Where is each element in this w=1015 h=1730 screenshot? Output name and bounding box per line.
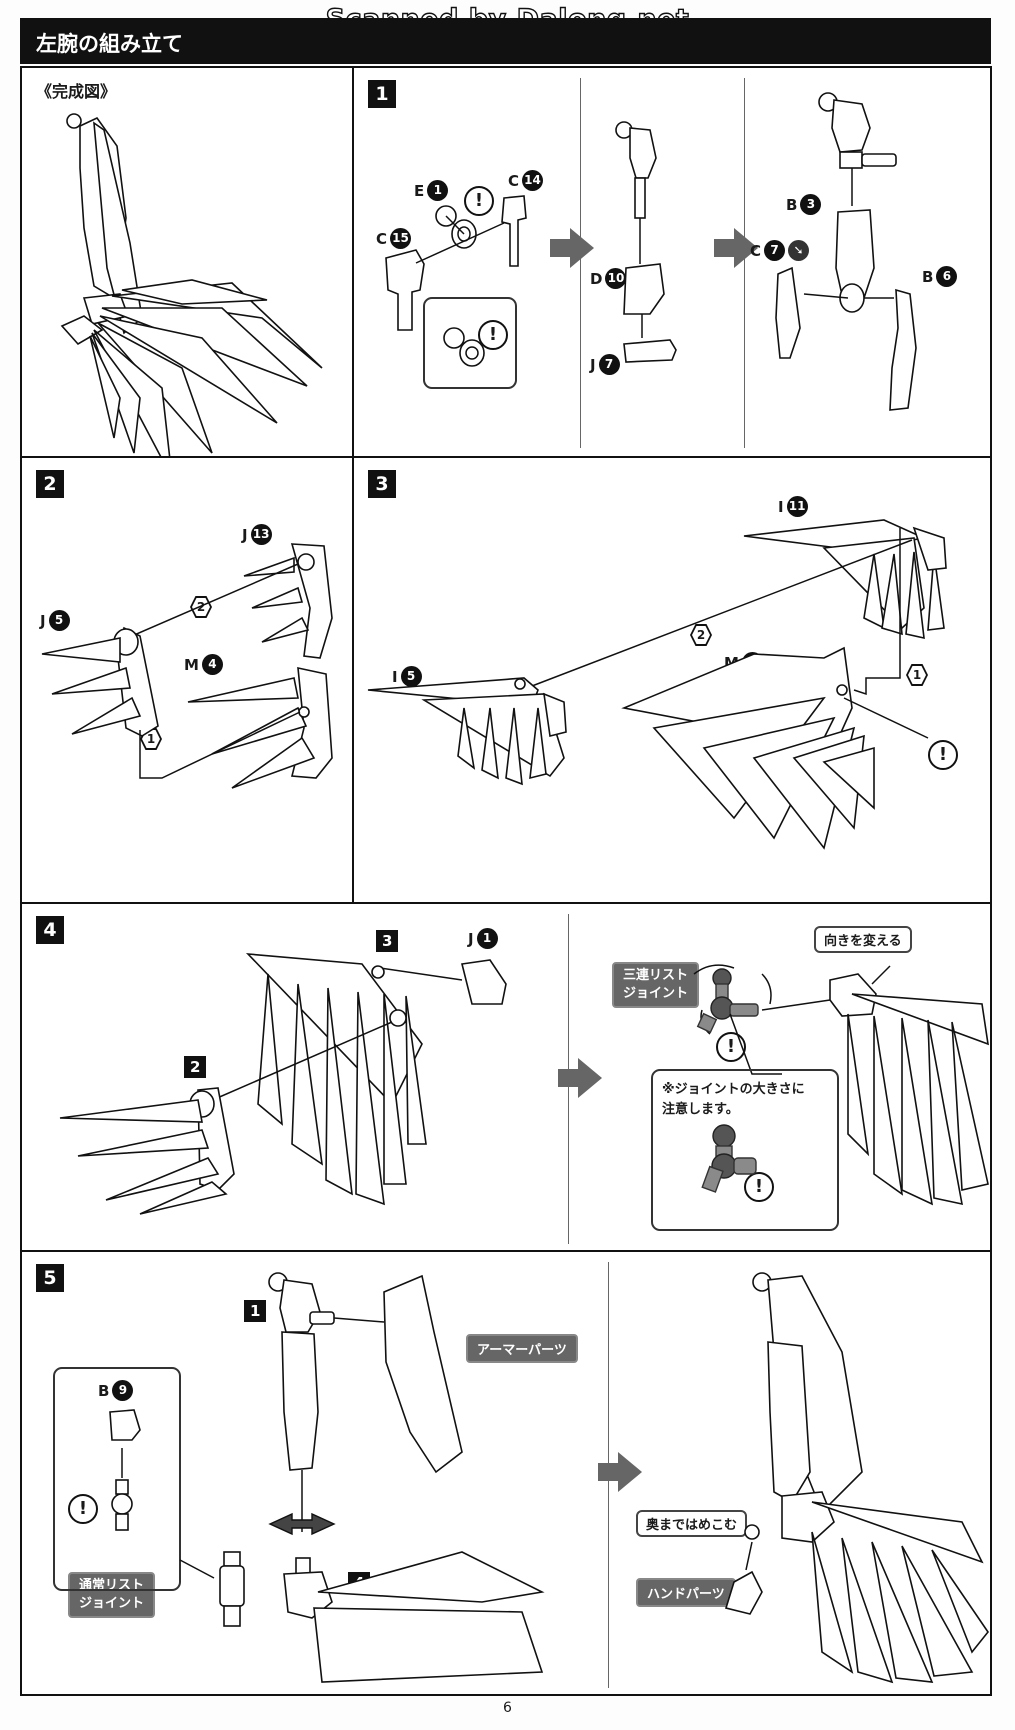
caution-icon: ! [716, 1032, 746, 1062]
step4-joint-detail [651, 964, 989, 1231]
sub-step-2: 2 [184, 1056, 207, 1078]
callout-push-in: 奥まではめこむ [636, 1510, 748, 1537]
section-title: 左腕の組み立て [36, 32, 183, 56]
pill-normal-wrist-joint: 通常リスト ジョイント [68, 1572, 156, 1618]
step4-number: 4 [36, 916, 64, 944]
step5-number: 5 [36, 1264, 64, 1292]
sub-step-1: 1 [244, 1300, 267, 1322]
step4-arrow [558, 1058, 602, 1098]
step5-arm-assembly [53, 1272, 989, 1684]
order-marker-1: 1 [906, 664, 928, 686]
section-header: 左腕の組み立て [20, 18, 991, 64]
caution-icon-detail: ! [478, 320, 508, 350]
step3-number: 3 [368, 470, 396, 498]
step1-parts-group-a [385, 195, 527, 389]
pill-triple-joint: 三連リスト ジョイント [612, 962, 700, 1008]
caution-icon: ! [928, 740, 958, 770]
complete-figure-panel: 《完成図》 [20, 66, 354, 458]
caution-icon: ! [68, 1494, 98, 1524]
caution-icon: ! [464, 186, 494, 216]
step2-wing-parts [41, 543, 333, 789]
step1-number: 1 [368, 80, 396, 108]
joint-size-note: ※ジョイントの大きさに 注意します。 [662, 1082, 805, 1117]
sub-step-3: 3 [376, 930, 399, 952]
step1-parts-group-b [615, 121, 677, 363]
complete-figure-label: 《完成図》 [36, 82, 117, 101]
step1-arrow-b [714, 228, 758, 268]
step4-wing-assembly [59, 953, 507, 1215]
step5-panel: 5 1 4 アーマーパーツ B9 ! 通常リスト ジョイント 奥まではめこむ ハ… [20, 1250, 992, 1696]
order-marker-2: 2 [690, 624, 712, 646]
step5-arrow [598, 1452, 642, 1492]
complete-arm-drawing [60, 113, 323, 456]
order-marker-2: 2 [190, 596, 212, 618]
page-number: 6 [503, 1700, 512, 1716]
step2-number: 2 [36, 470, 64, 498]
pill-armor-parts: アーマーパーツ [466, 1334, 578, 1363]
step3-panel: 3 I11 I5 M7 2 1 ! [352, 456, 992, 904]
step1-parts-group-c [775, 92, 917, 411]
caution-icon-detail: ! [744, 1172, 774, 1202]
step3-wing-assembly [367, 519, 947, 850]
callout-direction: 向きを変える [814, 926, 912, 953]
step1-arrow-a [550, 228, 594, 268]
